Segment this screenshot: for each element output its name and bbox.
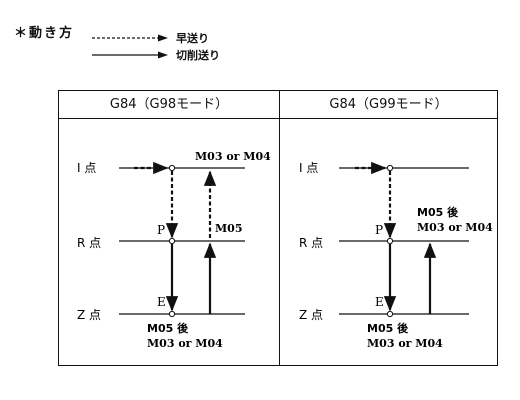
diagram-frame: G84（G98モード） G84（G99モード） I 点 R 点 Z 点 P E — [58, 90, 498, 366]
note-mid1-g99: M05 後 — [417, 205, 459, 219]
level-z-label: Z 点 — [299, 308, 323, 322]
legend-rapid: 早送り — [90, 30, 209, 46]
motion-diagram: I 点 R 点 Z 点 P E M03 or M04 M05 M05 後 M03… — [77, 150, 493, 350]
note-bottom1-g99: M05 後 — [367, 321, 409, 335]
note-bottom1-g98: M05 後 — [147, 321, 189, 335]
dashed-arrow-icon — [92, 34, 168, 42]
note-bottom2-g98: M03 or M04 — [147, 337, 223, 350]
point-p-label: P — [157, 223, 165, 237]
i-point-marker — [168, 164, 176, 172]
level-i-label: I 点 — [299, 161, 318, 175]
z-point-marker — [168, 310, 176, 318]
r-point-marker — [386, 237, 394, 245]
note-top-g98: M03 or M04 — [195, 150, 271, 163]
panel-title-g99: G84（G99モード） — [280, 91, 497, 119]
note-mid-g98: M05 — [215, 222, 242, 235]
panel-g98: I 点 R 点 Z 点 P E M03 or M04 M05 M05 後 M03… — [77, 150, 271, 350]
r-point-marker — [168, 237, 176, 245]
legend-cutting-label: 切削送り — [176, 49, 220, 62]
panel-g99: I 点 R 点 Z 点 P E M05 後 M03 or M04 M05 後 M… — [299, 161, 493, 350]
movement-heading: ＊動き方 — [14, 26, 75, 41]
i-point-marker — [386, 164, 394, 172]
level-r-label: R 点 — [299, 236, 323, 250]
level-z-label: Z 点 — [77, 308, 101, 322]
point-p-label: P — [375, 223, 383, 237]
level-r-label: R 点 — [77, 236, 101, 250]
legend-rapid-label: 早送り — [176, 32, 209, 45]
panel-title-g98: G84（G98モード） — [59, 91, 279, 119]
note-bottom2-g99: M03 or M04 — [367, 337, 443, 350]
z-point-marker — [386, 310, 394, 318]
point-e-label: E — [375, 295, 384, 309]
level-i-label: I 点 — [77, 161, 96, 175]
solid-arrow-icon — [92, 51, 168, 59]
point-e-label: E — [157, 295, 166, 309]
note-mid2-g99: M03 or M04 — [417, 221, 493, 234]
panel-divider — [279, 91, 281, 365]
legend-cutting: 切削送り — [90, 47, 220, 63]
